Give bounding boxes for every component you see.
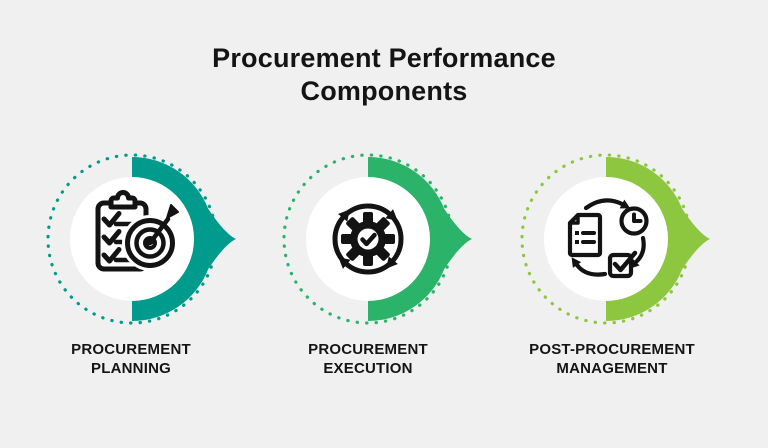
label-post-procurement-management: POST-PROCUREMENT MANAGEMENT (529, 341, 695, 377)
label-procurement-planning: PROCUREMENT PLANNING (71, 341, 191, 377)
medallion-procurement-execution (282, 153, 472, 325)
medallion-post-procurement-management (520, 153, 710, 325)
medallion-procurement-planning (46, 153, 236, 325)
inner-disc (544, 177, 668, 301)
page-title: Procurement Performance Components (212, 43, 556, 106)
clipboard-checklist-target-icon (95, 190, 179, 272)
gear-check-cycle-arrows-icon (332, 203, 404, 275)
label-procurement-execution: PROCUREMENT EXECUTION (308, 341, 428, 377)
document-clock-checkbox-cycle-icon (567, 198, 649, 279)
